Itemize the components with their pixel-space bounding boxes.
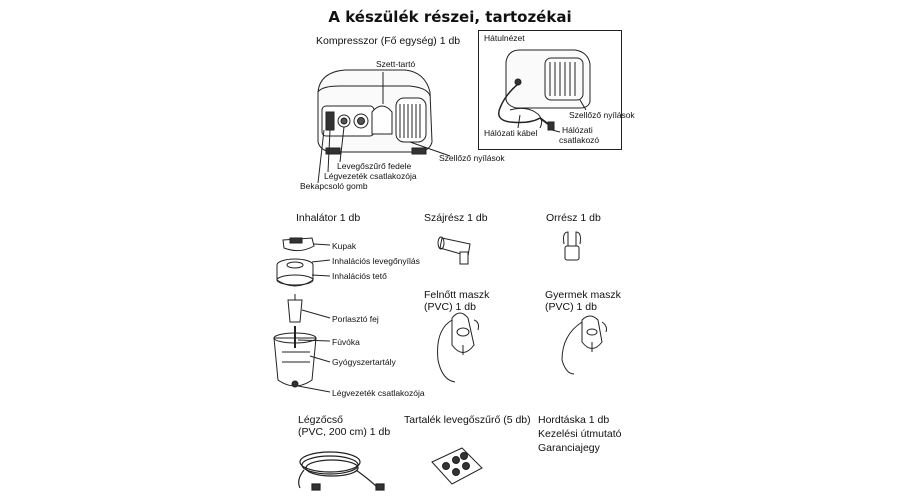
label-power-button: Bekapcsoló gomb xyxy=(300,181,368,191)
child-mask-heading-2: (PVC) 1 db xyxy=(545,301,597,313)
page-title: A készülék részei, tartozékai xyxy=(328,8,572,26)
extras-line-2: Kezelési útmutató xyxy=(538,428,622,440)
air-tube-illustration xyxy=(298,451,385,491)
label-air-vents: Szellőző nyílások xyxy=(439,153,505,163)
spare-filters-heading: Tartalék levegőszűrő (5 db) xyxy=(404,414,531,426)
air-tube-heading-1: Légzőcső xyxy=(298,414,343,426)
mouthpiece-heading: Szájrész 1 db xyxy=(424,212,488,224)
rear-label-power-plug-1: Hálózati xyxy=(562,125,593,135)
rear-view-illustration xyxy=(498,49,591,133)
rear-view-frame xyxy=(478,30,622,150)
compressor-illustration xyxy=(317,69,451,184)
extras-line-3: Garanciajegy xyxy=(538,442,600,454)
child-mask-heading-1: Gyermek maszk xyxy=(545,289,621,301)
rear-label-power-plug-2: csatlakozó xyxy=(559,135,600,145)
rear-view-heading: Hátulnézet xyxy=(484,33,525,43)
compressor-heading: Kompresszor (Fő egység) 1 db xyxy=(316,35,461,47)
inhaler-heading: Inhalátor 1 db xyxy=(296,212,361,224)
mouthpiece-illustration xyxy=(437,236,471,265)
adult-mask-illustration xyxy=(437,312,479,383)
label-inhalation-air-opening: Inhalációs levegőnyílás xyxy=(332,256,420,266)
spare-filters-illustration xyxy=(431,447,483,485)
child-mask-illustration xyxy=(561,315,607,375)
label-inhalation-top: Inhalációs tető xyxy=(332,271,387,281)
rear-label-power-cable: Hálózati kábel xyxy=(484,128,538,138)
extras-line-1: Hordtáska 1 db xyxy=(538,414,610,426)
label-air-filter-cover: Levegőszűrő fedele xyxy=(337,161,412,171)
nosepiece-illustration xyxy=(563,231,581,261)
label-inhaler-air-tube-connector: Légvezeték csatlakozója xyxy=(332,388,425,398)
label-air-tube-connector: Légvezeték csatlakozója xyxy=(324,171,417,181)
rear-label-air-vents: Szellőző nyílások xyxy=(569,110,635,120)
label-nozzle: Fúvóka xyxy=(332,337,360,347)
adult-mask-heading-2: (PVC) 1 db xyxy=(424,301,476,313)
label-medication-tank: Gyógyszertartály xyxy=(332,357,396,367)
label-cap: Kupak xyxy=(332,241,357,251)
label-nebulizer-head: Porlasztó fej xyxy=(332,314,379,324)
adult-mask-heading-1: Felnőtt maszk xyxy=(424,289,490,301)
label-set-holder: Szett-tartó xyxy=(376,59,416,69)
inhaler-illustration xyxy=(273,237,331,393)
nosepiece-heading: Orrész 1 db xyxy=(546,212,601,224)
air-tube-heading-2: (PVC, 200 cm) 1 db xyxy=(298,426,391,438)
